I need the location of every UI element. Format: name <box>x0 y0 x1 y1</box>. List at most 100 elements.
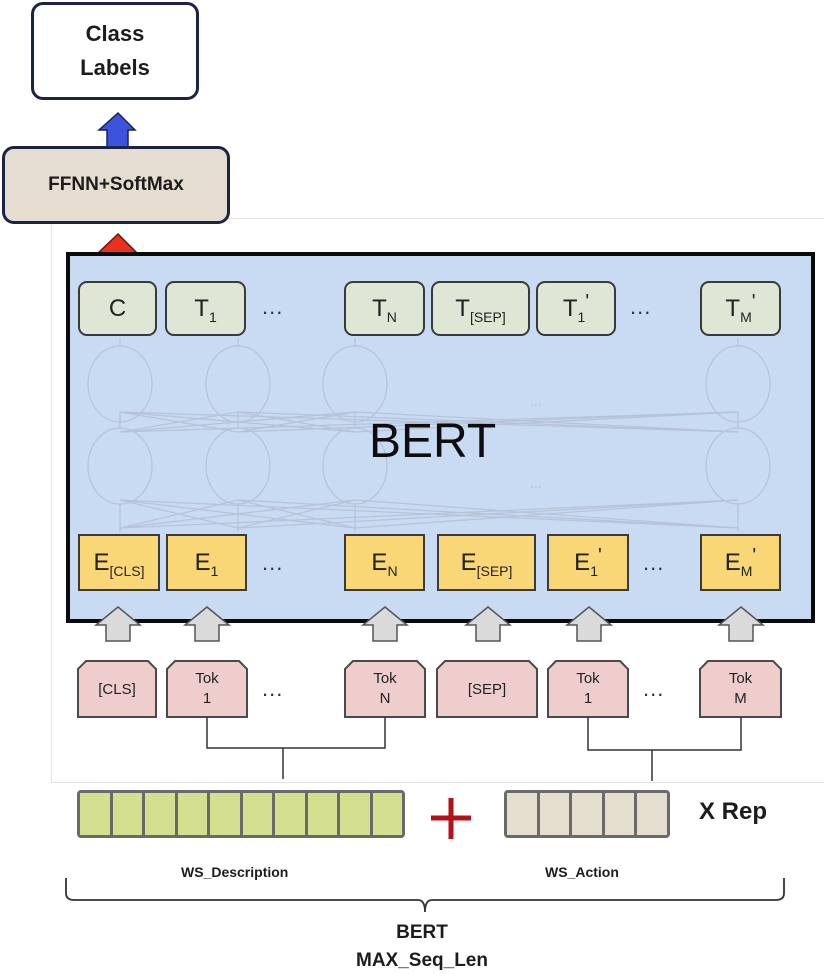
ws-action-cells <box>504 790 670 838</box>
description-cell <box>307 793 340 835</box>
embedding-main: E <box>724 548 741 576</box>
output-token-main: T <box>372 294 387 322</box>
connector-line <box>587 717 742 751</box>
action-cell <box>572 793 605 835</box>
token-ellipsis: ... <box>643 676 665 701</box>
action-cell <box>637 793 667 835</box>
description-cell <box>242 793 275 835</box>
svg-text:...: ... <box>530 393 542 409</box>
figure-frame <box>51 218 824 783</box>
embedding-subscript: 1 <box>590 562 598 579</box>
ws-description-label: WS_Description <box>181 864 289 880</box>
embedding-subscript: [CLS] <box>109 562 145 579</box>
ffnn-softmax-text: FFNN+SoftMax <box>48 174 184 195</box>
embedding-main: E <box>574 548 591 576</box>
bert-title: BERT <box>369 415 497 468</box>
token-index: M <box>734 690 747 707</box>
embedding-subscript: N <box>387 562 398 579</box>
action-cell <box>507 793 540 835</box>
gray-up-arrow-icon <box>716 606 766 642</box>
output-token-box: C <box>78 281 157 336</box>
svg-text:...: ... <box>530 475 542 491</box>
token-label: Tok <box>195 670 219 687</box>
embedding-box: E[CLS] <box>78 534 160 591</box>
description-cell <box>177 793 210 835</box>
output-token-subscript: M <box>740 308 752 325</box>
description-cell <box>210 793 243 835</box>
class-labels-text: Class Labels <box>80 21 150 80</box>
output-token-main: T <box>194 294 209 322</box>
output-token-main: C <box>108 294 127 322</box>
token-index: 1 <box>583 690 593 707</box>
token-box-shape <box>699 660 782 718</box>
embedding-main: E <box>460 548 477 576</box>
token-box-shape <box>436 660 538 718</box>
token-index: 1 <box>202 690 212 707</box>
output-token-subscript: [SEP] <box>469 308 506 325</box>
curly-brace-icon <box>65 878 785 913</box>
token-label: Tok <box>576 670 600 687</box>
output-token-subscript: N <box>386 308 397 325</box>
ws-action-label: WS_Action <box>545 864 619 880</box>
token-ellipsis: ... <box>262 676 284 701</box>
output-ellipsis: ... <box>630 294 652 319</box>
gray-up-arrow-icon <box>182 606 232 642</box>
output-token-prime: ' <box>585 291 590 313</box>
token-label: Tok <box>728 670 753 687</box>
embedding-prime: ' <box>752 545 757 567</box>
description-cell <box>275 793 308 835</box>
embedding-main: E <box>194 548 211 576</box>
embedding-subscript: [SEP] <box>476 562 513 579</box>
gray-up-arrow-icon <box>463 606 513 642</box>
max-seq-len-label: MAX_Seq_Len <box>356 950 488 971</box>
description-cell <box>340 793 373 835</box>
description-cell <box>145 793 178 835</box>
token-label: [CLS] <box>98 680 136 698</box>
output-token-main: T <box>562 294 578 322</box>
embedding-ellipsis: ... <box>643 550 665 575</box>
output-token-subscript: 1 <box>577 308 586 325</box>
gray-up-arrow-icon <box>564 606 614 642</box>
token-index: N <box>379 690 391 707</box>
action-cell <box>604 793 638 835</box>
gray-up-arrow-icon <box>93 606 143 642</box>
gray-up-arrow-icon <box>360 606 410 642</box>
action-cell <box>539 793 573 835</box>
embedding-prime: ' <box>597 545 602 567</box>
token-box-shape <box>77 660 157 718</box>
token-label: Tok <box>373 670 397 687</box>
ws-description-cells <box>77 790 405 838</box>
description-cell <box>80 793 113 835</box>
token-box-shape <box>547 660 629 718</box>
token-n: Tok N <box>345 661 425 717</box>
token-cls: [CLS] <box>78 661 156 717</box>
output-token-subscript: 1 <box>208 308 217 325</box>
embedding-subscript: 1 <box>210 562 219 579</box>
embedding-ellipsis: ... <box>262 550 284 575</box>
embedding-subscript: M <box>740 562 753 579</box>
token-1-prime: Tok 1 <box>548 661 628 717</box>
output-token-prime: ' <box>751 291 756 313</box>
bert-bottom-label: BERT <box>396 922 448 943</box>
output-token-main: T <box>455 294 470 322</box>
class-labels-box: Class Labels <box>31 2 199 100</box>
output-ellipsis: ... <box>262 294 284 319</box>
output-token-main: T <box>725 294 741 322</box>
description-cell <box>112 793 145 835</box>
token-label: [SEP] <box>467 680 507 698</box>
ffnn-softmax-box: FFNN+SoftMax <box>2 146 230 224</box>
embedding-box: E[SEP] <box>437 534 536 591</box>
x-rep-label: X Rep <box>699 798 768 825</box>
output-token-box: T[SEP] <box>431 281 530 336</box>
token-1: Tok 1 <box>167 661 247 717</box>
